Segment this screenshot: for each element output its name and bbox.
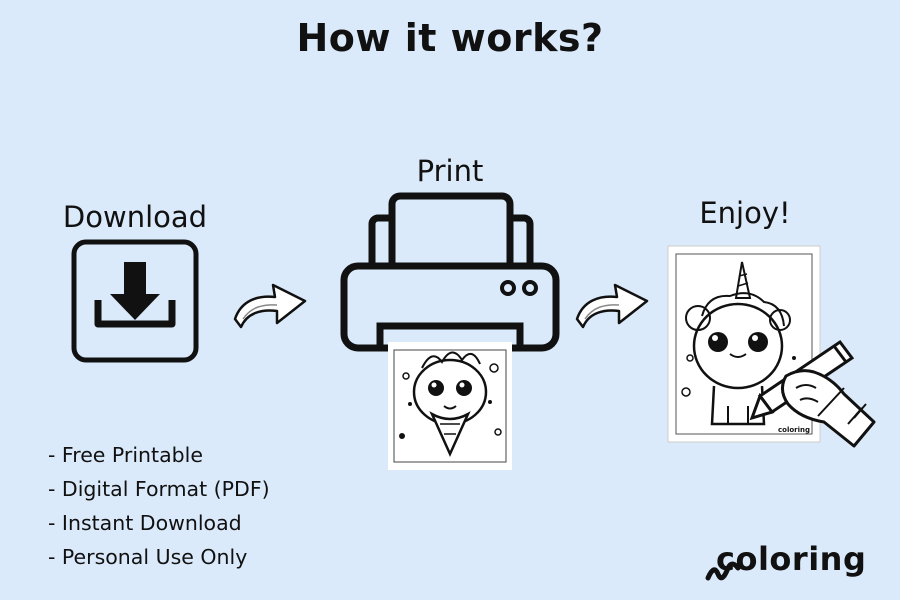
feature-item: - Personal Use Only [48, 545, 248, 569]
page-watermark: coloring [778, 426, 810, 434]
arrow-right-icon [575, 283, 649, 329]
feature-list: - Free Printable - Digital Format (PDF) … [48, 438, 270, 574]
feature-item: - Free Printable [48, 443, 203, 467]
step-label-enjoy: Enjoy! [699, 196, 791, 230]
brand-swash-icon [705, 561, 741, 581]
printer-icon [340, 192, 560, 470]
coloring-page-with-hand-icon: coloring [667, 245, 876, 448]
feature-item: - Instant Download [48, 511, 242, 535]
feature-item: - Digital Format (PDF) [48, 477, 270, 501]
step-label-download: Download [62, 200, 208, 234]
page-title: How it works? [296, 16, 604, 60]
brand-logo: coloring [716, 540, 867, 578]
arrow-right-icon [233, 283, 307, 329]
download-icon[interactable] [70, 238, 200, 364]
step-label-print: Print [416, 154, 484, 188]
